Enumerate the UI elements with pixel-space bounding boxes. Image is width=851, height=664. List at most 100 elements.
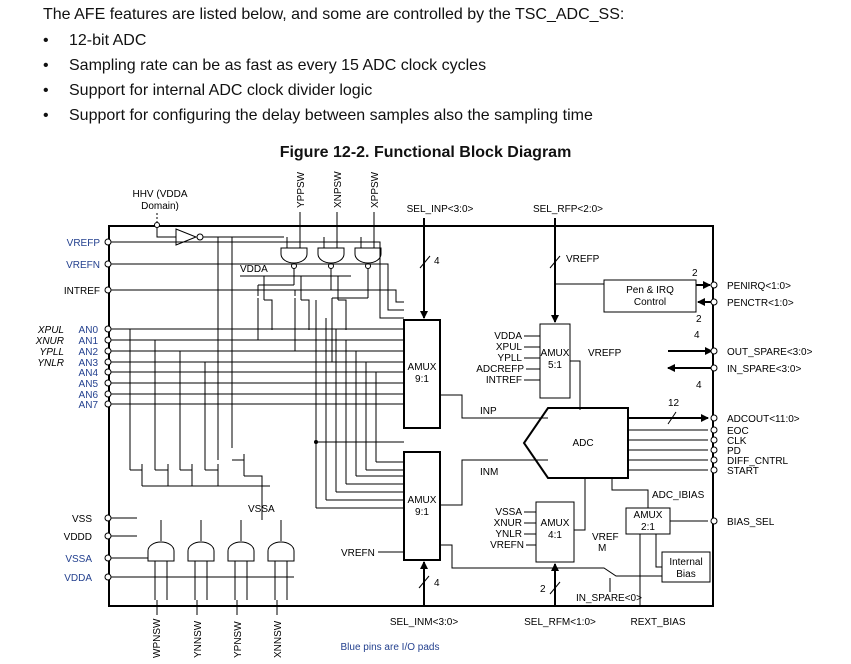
- pin-penirq: PENIRQ<1:0>: [710, 281, 791, 292]
- pin-clk: CLK: [710, 436, 747, 447]
- pin-adcout: ADCOUT<11:0>: [710, 414, 800, 425]
- svg-text:5:1: 5:1: [548, 360, 562, 371]
- svg-text:VREFP: VREFP: [67, 238, 101, 249]
- switch-label: XNNSW: [273, 620, 284, 658]
- mux-input-label: VREFN: [490, 540, 524, 551]
- list-item: •12-bit ADC: [43, 31, 593, 56]
- bullet-icon: •: [43, 82, 49, 99]
- amux-top: [403, 319, 441, 429]
- figure-caption: Figure 12-2. Functional Block Diagram: [279, 144, 572, 161]
- pin-an2: AN2: [79, 347, 404, 358]
- bus-width: 2: [540, 584, 546, 595]
- rext-bias-label: REXT_BIAS: [630, 617, 685, 628]
- bus-width: 2: [696, 314, 702, 325]
- pin-start: START: [710, 466, 759, 477]
- pin-vddd: VDDD: [64, 532, 137, 543]
- alias-label: XPUL: [37, 325, 64, 336]
- pin-an4: AN4: [79, 368, 404, 379]
- svg-text:AN2: AN2: [79, 347, 99, 358]
- bullet-icon: •: [43, 32, 49, 49]
- sel-rfm-label: SEL_RFM<1:0>: [524, 617, 596, 628]
- bus-width: 4: [694, 330, 700, 341]
- svg-text:VREFN: VREFN: [66, 260, 100, 271]
- pin-vss: VSS: [72, 514, 137, 525]
- vref-m-label: M: [598, 543, 606, 554]
- chip-boundary: [108, 225, 714, 607]
- pin-eoc: EOC: [710, 426, 749, 437]
- mux-input-label: XNUR: [494, 518, 522, 529]
- pin-penctr: PENCTR<1:0>: [710, 298, 794, 309]
- nand-gate-icon: [354, 247, 382, 264]
- switch-label: XPPSW: [370, 171, 381, 208]
- alias-label: YNLR: [37, 358, 64, 369]
- pin-vrefn: VREFN: [66, 260, 137, 271]
- pin-out-spare: OUT_SPARE<3:0>: [710, 347, 813, 358]
- buffer-icon: [175, 228, 198, 246]
- switch-label: YPNSW: [233, 621, 244, 658]
- alias-label: YPLL: [40, 347, 64, 358]
- feature-text: Sampling rate can be as fast as every 15…: [69, 57, 487, 74]
- svg-text:IN_SPARE<3:0>: IN_SPARE<3:0>: [727, 364, 801, 375]
- pen-irq-control-block: [603, 279, 697, 313]
- list-item: • Support for internal ADC clock divider …: [43, 81, 593, 106]
- vref-m-label: VREF: [592, 532, 619, 543]
- bullet-icon: •: [43, 107, 49, 124]
- svg-text:ADCOUT<11:0>: ADCOUT<11:0>: [727, 414, 800, 425]
- svg-text:PD: PD: [727, 446, 741, 457]
- pin-an1: AN1: [79, 336, 404, 347]
- pin-an6: AN6: [79, 390, 404, 401]
- switch-label: WPNSW: [152, 618, 163, 658]
- hhv-label: HHV (VDDA: [132, 189, 187, 200]
- svg-text:Bias: Bias: [676, 569, 695, 580]
- sel-rfp-label: SEL_RFP<2:0>: [533, 204, 603, 215]
- nand-gate-icon: [317, 247, 345, 264]
- svg-text:OUT_SPARE<3:0>: OUT_SPARE<3:0>: [727, 347, 813, 358]
- svg-text:VSSA: VSSA: [65, 554, 92, 565]
- svg-text:EOC: EOC: [727, 426, 749, 437]
- svg-text:AN4: AN4: [79, 368, 99, 379]
- svg-text:VDDD: VDDD: [64, 532, 92, 543]
- bus-width: 4: [434, 256, 440, 267]
- vrefn-label: VREFN: [341, 548, 375, 559]
- list-item: •Sampling rate can be as fast as every 1…: [43, 56, 593, 81]
- in-spare0-label: IN_SPARE<0>: [576, 593, 642, 604]
- vssa-label: VSSA: [248, 504, 275, 515]
- bus-width: 4: [696, 380, 702, 391]
- svg-text:AN6: AN6: [79, 390, 99, 401]
- switch-label: YPPSW: [296, 171, 307, 208]
- svg-text:Pen & IRQ: Pen & IRQ: [626, 285, 674, 296]
- pin-vdda: VDDA: [64, 573, 294, 584]
- pin-an7: AN7: [79, 400, 404, 411]
- mux-input-label: VDDA: [494, 331, 522, 342]
- nand-gate-icon: [227, 541, 255, 562]
- pin-an0: AN0: [79, 325, 404, 336]
- pin-vrefp: VREFP: [67, 238, 137, 249]
- mux-input-label: XPUL: [496, 342, 523, 353]
- svg-text:PENCTR<1:0>: PENCTR<1:0>: [727, 298, 794, 309]
- amux-rfm: [535, 501, 575, 563]
- svg-text:CLK: CLK: [727, 436, 747, 447]
- svg-text:Internal: Internal: [669, 557, 702, 568]
- pin-an3: AN3: [79, 358, 404, 369]
- nand-gate-icon: [187, 541, 215, 562]
- sel-inm-label: SEL_INM<3:0>: [390, 617, 459, 628]
- feature-text: Support for internal ADC clock divider l…: [69, 82, 373, 99]
- switch-label: XNPSW: [333, 171, 344, 208]
- vrefp-arrow-label: VREFP: [566, 254, 600, 265]
- pin-bias-sel: BIAS_SEL: [710, 517, 775, 528]
- nand-gate-icon: [147, 541, 175, 562]
- svg-text:AMUX: AMUX: [541, 348, 570, 359]
- svg-text:AN5: AN5: [79, 379, 99, 390]
- mux-input-label: YPLL: [498, 353, 523, 364]
- pin-pd: PD: [710, 446, 741, 457]
- svg-text:PENIRQ<1:0>: PENIRQ<1:0>: [727, 281, 791, 292]
- feature-text: Support for configuring the delay betwee…: [69, 107, 593, 124]
- adc-block: [522, 407, 629, 479]
- svg-text:ADC: ADC: [572, 438, 593, 449]
- pin-diff-cntrl: DIFF_CNTRL: [710, 456, 789, 467]
- svg-text:Control: Control: [634, 297, 666, 308]
- sel-inp-label: SEL_INP<3:0>: [407, 204, 474, 215]
- svg-text:VSS: VSS: [72, 514, 92, 525]
- mux-input-label: VSSA: [495, 507, 522, 518]
- svg-text:AN1: AN1: [79, 336, 99, 347]
